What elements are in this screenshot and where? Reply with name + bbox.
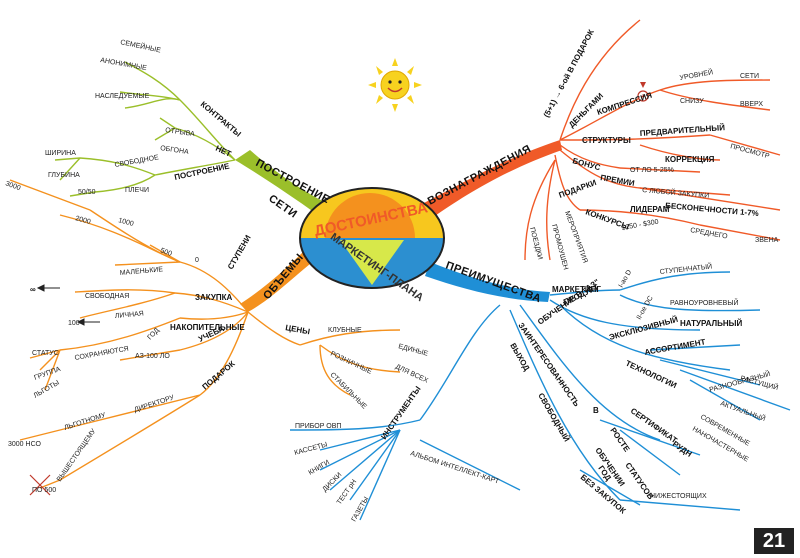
- preim-item: РАВНОУРОВНЕВЫЙ: [670, 298, 739, 307]
- branch-preimushchestva: [289, 271, 791, 521]
- preim-item: ТЕХНОЛОГИИ: [624, 359, 678, 391]
- obemy-item: ЛИЧНАЯ: [115, 310, 145, 320]
- plus-circle-icon: +: [637, 82, 649, 102]
- preim-item: ЭКСКЛЮЗИВНЫЙ: [608, 315, 679, 342]
- instr-item: КНИГИ: [308, 459, 331, 477]
- preim-item: НИЖЕСТОЯЩИХ: [650, 493, 707, 500]
- preim-item: АКТУАЛЬНЫЙ: [719, 398, 767, 423]
- vozn-item: С ЛЮБОЙ ЗАКУПКИ: [642, 185, 710, 200]
- preim-item: РУДН: [671, 439, 694, 459]
- obemy-item: АЗ-100 ЛО: [135, 353, 170, 360]
- vozn-item: ОТ ЛО 5-25%: [630, 167, 674, 174]
- vozn-item: ЗВЕНА: [755, 237, 779, 244]
- obemy-item: 3000 НСО: [8, 441, 41, 448]
- obemy-item: ГРУППА: [33, 366, 62, 382]
- instr-item: ПРИБОР ОВП: [295, 423, 341, 430]
- vozn-item: ПОДАРКИ: [558, 178, 598, 200]
- ceny-item: РОЗНИЧНЫЕ: [329, 350, 373, 375]
- vozn-item: КОРРЕКЦИЯ: [665, 155, 715, 164]
- obemy-item: ЛЬГОТЫ: [33, 379, 61, 399]
- seti-item: НАСЛЕДУЕМЫЕ: [95, 93, 150, 100]
- ceny-item: ЕДИНЫЕ: [397, 343, 428, 358]
- vozn-item: СЕТИ: [740, 73, 759, 80]
- obemy-item: ДИРЕКТОРУ: [133, 394, 175, 414]
- preim-item: II-ое DC: [636, 295, 655, 321]
- vozn-item: ЛИДЕРАМ: [630, 205, 670, 214]
- preim-item: ВЫХОД: [508, 342, 531, 373]
- obemy-item: ПОДАРОК: [201, 359, 237, 391]
- seti-item: ПЛЕЧИ: [125, 187, 149, 194]
- strikethrough-mark: [29, 474, 51, 496]
- seti-item: ОБГОНА: [160, 145, 190, 156]
- seti-item: АНОНИМНЫЕ: [100, 57, 148, 72]
- vozn-item: СНИЗУ: [680, 98, 704, 105]
- obemy-item: ∞: [30, 285, 36, 294]
- vozn-item: ПОЕЗДКИ: [528, 227, 543, 261]
- vozn-item: СТРУКТУРЫ: [582, 136, 631, 145]
- preim-item: В: [593, 406, 599, 415]
- vozn-item: ВВЕРХ: [740, 101, 763, 108]
- obemy-item: СТУПЕНИ: [226, 233, 253, 271]
- vozn-item: ПРОМОУШЕН: [550, 224, 569, 271]
- preim-item: АССОРТИМЕНТ: [644, 337, 706, 357]
- center-node: ДОСТОИНСТВА МАРКЕТИНГ-ПЛАНА: [299, 187, 445, 304]
- preim-item: МАРКЕТИНГ: [552, 285, 601, 294]
- ceny-item: ДЛЯ ВСЕХ: [394, 363, 429, 384]
- seti-item: ШИРИНА: [45, 150, 76, 157]
- vozn-item: МЕРОПРИЯТИЯ: [563, 210, 588, 264]
- obemy-item: СВОБОДНАЯ: [85, 293, 129, 300]
- page-number: 21: [754, 528, 794, 554]
- vozn-item: УРОВНЕЙ: [679, 67, 714, 82]
- obemy-item: НАКОПИТЕЛЬНЫЕ: [170, 323, 245, 332]
- obemy-item: МАЛЕНЬКИЕ: [120, 266, 164, 277]
- obemy-item: СТАТУС: [32, 350, 59, 357]
- vozn-item: ПРЕМИИ: [600, 173, 636, 188]
- branch-voznagrazhdeniya: [524, 19, 781, 261]
- preim-item: СВОБОДНЫЙ: [536, 392, 571, 444]
- obemy-item: 0: [195, 257, 199, 264]
- branch-seti: [54, 61, 236, 197]
- instrumenty-title: ИНСТРУМЕНТЫ: [379, 384, 422, 441]
- obemy-item: ВЫШЕСТОЯЩЕМУ: [56, 427, 98, 483]
- branch-obemy: [9, 179, 401, 489]
- vozn-item: КОМПРЕССИЯ: [596, 91, 653, 117]
- obemy-item: ЗАКУПКА: [195, 293, 232, 302]
- voznagrazhdeniya-title: ВОЗНАГРАЖДЕНИЯ: [426, 143, 534, 208]
- seti-item: ГЛУБИНА: [48, 172, 80, 179]
- seti-contracts: КОНТРАКТЫ: [199, 100, 243, 139]
- ceny-item: КЛУБНЫЕ: [328, 327, 362, 334]
- obemy-item: ЛЬГОТНОМУ: [63, 412, 107, 432]
- obemy-item: 3000: [4, 180, 21, 192]
- svg-text:+: +: [641, 92, 646, 101]
- preim-item: НАТУРАЛЬНЫЙ: [680, 319, 743, 328]
- seti-sub: ПОСТРОЕНИЕ: [254, 157, 332, 206]
- seti-item: ПОСТРОЕНИЕ: [174, 161, 231, 182]
- sun-icon: [368, 58, 422, 112]
- obemy-item: 100: [68, 320, 80, 327]
- instr-item: ДИСКИ: [321, 472, 343, 494]
- vozn-item: БЕСКОНЕЧНОСТИ 1-7%: [665, 201, 759, 218]
- instr-item: АЛЬБОМ ИНТЕЛЛЕКТ-КАРТ: [409, 450, 500, 486]
- obemy-item: 2000: [74, 215, 91, 226]
- seti-item: СВОБОДНОЕ: [114, 154, 160, 169]
- obemy-item: 1000: [117, 217, 134, 228]
- obemy-item: 500: [159, 247, 172, 258]
- main-branches: [235, 140, 562, 312]
- obemy-item: ПО 500: [32, 487, 56, 494]
- ceny-item: СТАБИЛЬНЫЕ: [329, 371, 368, 410]
- instr-item: КАССЕТЫ: [294, 441, 329, 457]
- obemy-item: ГОД: [146, 327, 161, 342]
- obemy-title: ОБЪЕМЫ: [261, 251, 306, 302]
- seti-item: ОТРЫВА: [165, 127, 196, 138]
- seti-item: СЕМЕЙНЫЕ: [120, 37, 162, 54]
- arrow-left-icon: [36, 284, 100, 326]
- seti-item: 50/50: [78, 189, 96, 196]
- ceny-title: ЦЕНЫ: [285, 323, 311, 336]
